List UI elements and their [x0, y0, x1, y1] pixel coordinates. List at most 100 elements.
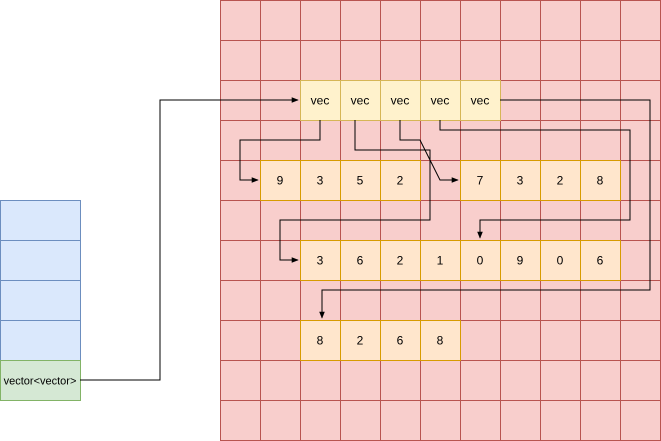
- heap-grid-cell: [220, 400, 261, 441]
- heap-grid-cell: [420, 40, 461, 81]
- stack-cell: [0, 280, 81, 321]
- heap-grid-cell: [380, 400, 421, 441]
- array-cell: [380, 160, 421, 201]
- vec-cell: [340, 80, 381, 121]
- heap-grid-cell: [580, 120, 621, 161]
- array-value: 7: [477, 174, 484, 188]
- heap-grid-cell: [260, 360, 301, 401]
- array-cell: [580, 240, 621, 281]
- heap-grid-cell: [260, 400, 301, 441]
- heap-grid-cell: [460, 320, 501, 361]
- array-value: 9: [517, 254, 524, 268]
- array-value: 9: [277, 174, 284, 188]
- vec-cell-label: vec: [311, 94, 330, 108]
- heap-grid-cell: [260, 280, 301, 321]
- heap-grid-cell: [460, 280, 501, 321]
- inner-array-2: 7 3 2 8: [460, 160, 621, 201]
- vec-cell-label: vec: [431, 94, 450, 108]
- array-value: 0: [477, 254, 484, 268]
- heap-grid-cell: [300, 40, 341, 81]
- inner-array-1: 9 3 5 2: [260, 160, 421, 201]
- array-value: 8: [317, 334, 324, 348]
- array-cell: [380, 240, 421, 281]
- stack-cell: [0, 240, 81, 281]
- array-cell: [340, 160, 381, 201]
- heap-grid-cell: [380, 0, 421, 41]
- heap-grid-cell: [220, 280, 261, 321]
- heap-grid-cell: [540, 0, 581, 41]
- heap-grid-cell: [220, 320, 261, 361]
- heap-grid-cell: [260, 40, 301, 81]
- array-cell: [260, 160, 301, 201]
- array-cell: [580, 160, 621, 201]
- array-cell: [420, 320, 461, 361]
- heap-grid-cell: [500, 40, 541, 81]
- inner-array-3: 3 6 2 1 0 9 0 6: [300, 240, 621, 281]
- heap-grid-cell: [500, 360, 541, 401]
- heap-grid-cell: [540, 400, 581, 441]
- heap-grid-cell: [620, 360, 661, 401]
- stack-to-vec-arrow: [80, 97, 299, 381]
- heap-grid-cell: [260, 320, 301, 361]
- inner-array-4: 8 2 6 8: [300, 320, 461, 361]
- array-value: 2: [397, 254, 404, 268]
- stack-label-cell: [0, 360, 81, 401]
- stack-column: vector<vector>: [0, 200, 81, 401]
- vec-cell: [460, 80, 501, 121]
- heap-grid-cell: [460, 120, 501, 161]
- heap-grid-cell: [620, 0, 661, 41]
- vec1-to-array1-arrow: [239, 120, 321, 183]
- vec2-to-array3-arrow: [279, 120, 431, 263]
- vec4-to-array3-offset-arrow: [439, 120, 631, 239]
- heap-grid-cell: [620, 280, 661, 321]
- heap-grid-cell: [340, 400, 381, 441]
- heap-grid-cell: [220, 200, 261, 241]
- vec-cell: [300, 80, 341, 121]
- pointer-arrows: [80, 97, 651, 381]
- array-value: 6: [397, 334, 404, 348]
- heap-grid-cell: [380, 360, 421, 401]
- heap-grid-cell: [460, 400, 501, 441]
- heap-grid-cell: [580, 320, 621, 361]
- heap-grid-cell: [620, 120, 661, 161]
- array-value: 2: [557, 174, 564, 188]
- array-value: 3: [317, 174, 324, 188]
- heap-grid-cell: [620, 40, 661, 81]
- heap-grid-cell: [540, 40, 581, 81]
- heap-grid-cell: [220, 360, 261, 401]
- outer-vector-row: vec vec vec vec vec: [300, 80, 501, 121]
- heap-grid-cell: [340, 280, 381, 321]
- heap-grid-cell: [540, 120, 581, 161]
- heap-grid-cell: [300, 0, 341, 41]
- heap-grid-cell: [220, 40, 261, 81]
- heap-grid-cell: [500, 120, 541, 161]
- heap-grid-cell: [580, 400, 621, 441]
- heap-grid-cell: [420, 0, 461, 41]
- heap-grid-cell: [300, 280, 341, 321]
- heap-grid-cell: [500, 280, 541, 321]
- heap-grid-cell: [420, 280, 461, 321]
- heap-grid-cell: [460, 360, 501, 401]
- heap-grid-cell: [340, 120, 381, 161]
- array-value: 6: [597, 254, 604, 268]
- heap-grid-cell: [340, 360, 381, 401]
- heap-grid-cell: [300, 360, 341, 401]
- heap-grid-cell: [340, 40, 381, 81]
- heap-grid-cell: [300, 400, 341, 441]
- heap-grid-cell: [460, 40, 501, 81]
- heap-grid-cell: [620, 160, 661, 201]
- stack-cell: [0, 320, 81, 361]
- heap-grid-cell: [620, 240, 661, 281]
- array-cell: [540, 160, 581, 201]
- array-value: 8: [437, 334, 444, 348]
- array-cell: [460, 160, 501, 201]
- array-cell: [420, 240, 461, 281]
- heap-grid-cell: [540, 360, 581, 401]
- heap-grid-cell: [340, 0, 381, 41]
- heap-grid-cell: [420, 360, 461, 401]
- array-value: 2: [397, 174, 404, 188]
- heap-grid-cell: [540, 320, 581, 361]
- heap-grid-cell: [220, 0, 261, 41]
- vec-cell-label: vec: [471, 94, 490, 108]
